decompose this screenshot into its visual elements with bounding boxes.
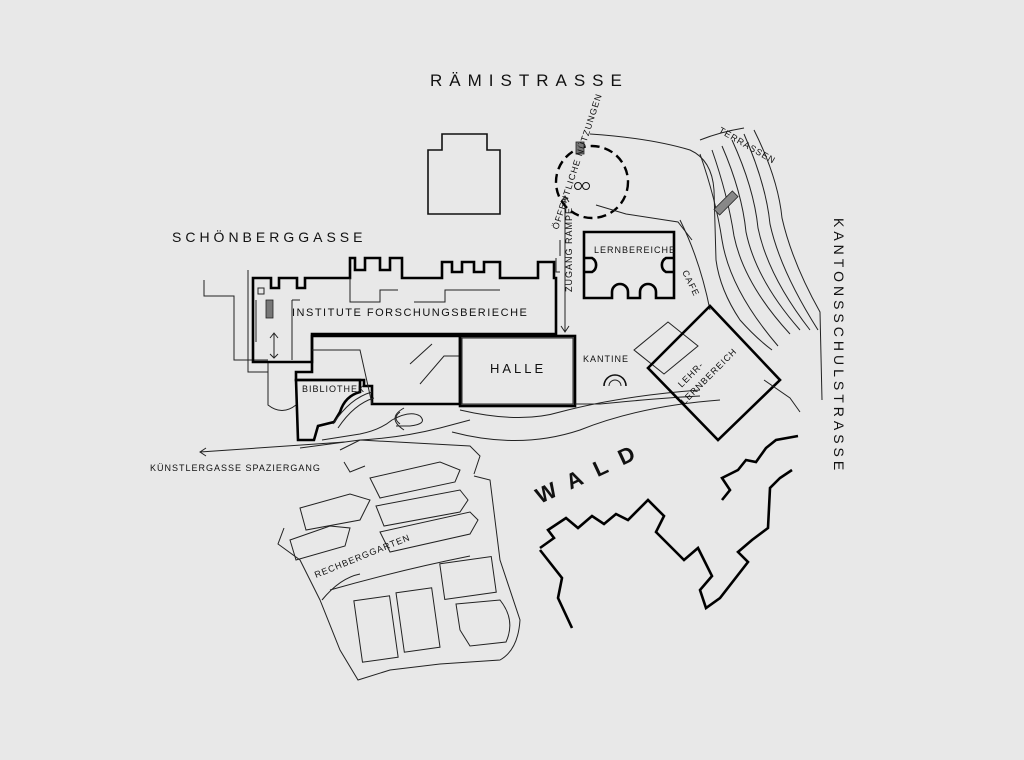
- ramp-zugang: [555, 195, 570, 333]
- kantine-icon: [603, 374, 627, 387]
- terrassen-contours: [699, 127, 823, 413]
- label-cafe: CAFE: [680, 268, 701, 298]
- garden-rechberggarten: [277, 439, 521, 681]
- path-lower: [299, 389, 721, 449]
- terrassen-stairs: [713, 190, 739, 216]
- forest-edge: [538, 434, 799, 629]
- street-label-kuenstlergasse: KÜNSTLERGASSE SPAZIERGANG: [150, 463, 321, 473]
- label-lernbereiche: LERNBEREICHE: [594, 245, 676, 255]
- label-institute: INSTITUTE FORSCHUNGSBERIECHE: [292, 307, 528, 319]
- arrow-left-icon: [199, 441, 346, 457]
- zone-oeffentliche: [554, 144, 630, 220]
- site-outline-left: [203, 270, 300, 411]
- street-label-kantonsschulstrasse: KANTONSSCHULSTRASSE: [831, 218, 847, 474]
- label-kantine: KANTINE: [583, 354, 629, 364]
- label-bibliothek: BIBLIOTHEK: [302, 384, 365, 394]
- label-terrassen: TERRASSEN: [717, 125, 777, 166]
- elevator-icon: [574, 182, 590, 190]
- label-wald: WALD: [532, 435, 652, 509]
- label-oeffentliche: ÖFFENTLICHE NÜTZUNGEN: [550, 92, 604, 231]
- street-label-schoenberggasse: SCHÖNBERGGASSE: [172, 228, 366, 245]
- building-top: [427, 133, 501, 215]
- building-lehr-lernbereich: [633, 304, 782, 442]
- label-zugang-rampe: ZUGANG RAMPE: [564, 207, 574, 292]
- building-lernbereiche: [582, 230, 676, 300]
- building-institute: [251, 256, 558, 364]
- stairs-bibliothek: [332, 391, 375, 429]
- street-label-raemistrasse: RÄMISTRASSE: [430, 71, 629, 90]
- entrance-marker: [575, 141, 585, 155]
- building-halle: [458, 334, 577, 408]
- label-halle: HALLE: [490, 361, 546, 376]
